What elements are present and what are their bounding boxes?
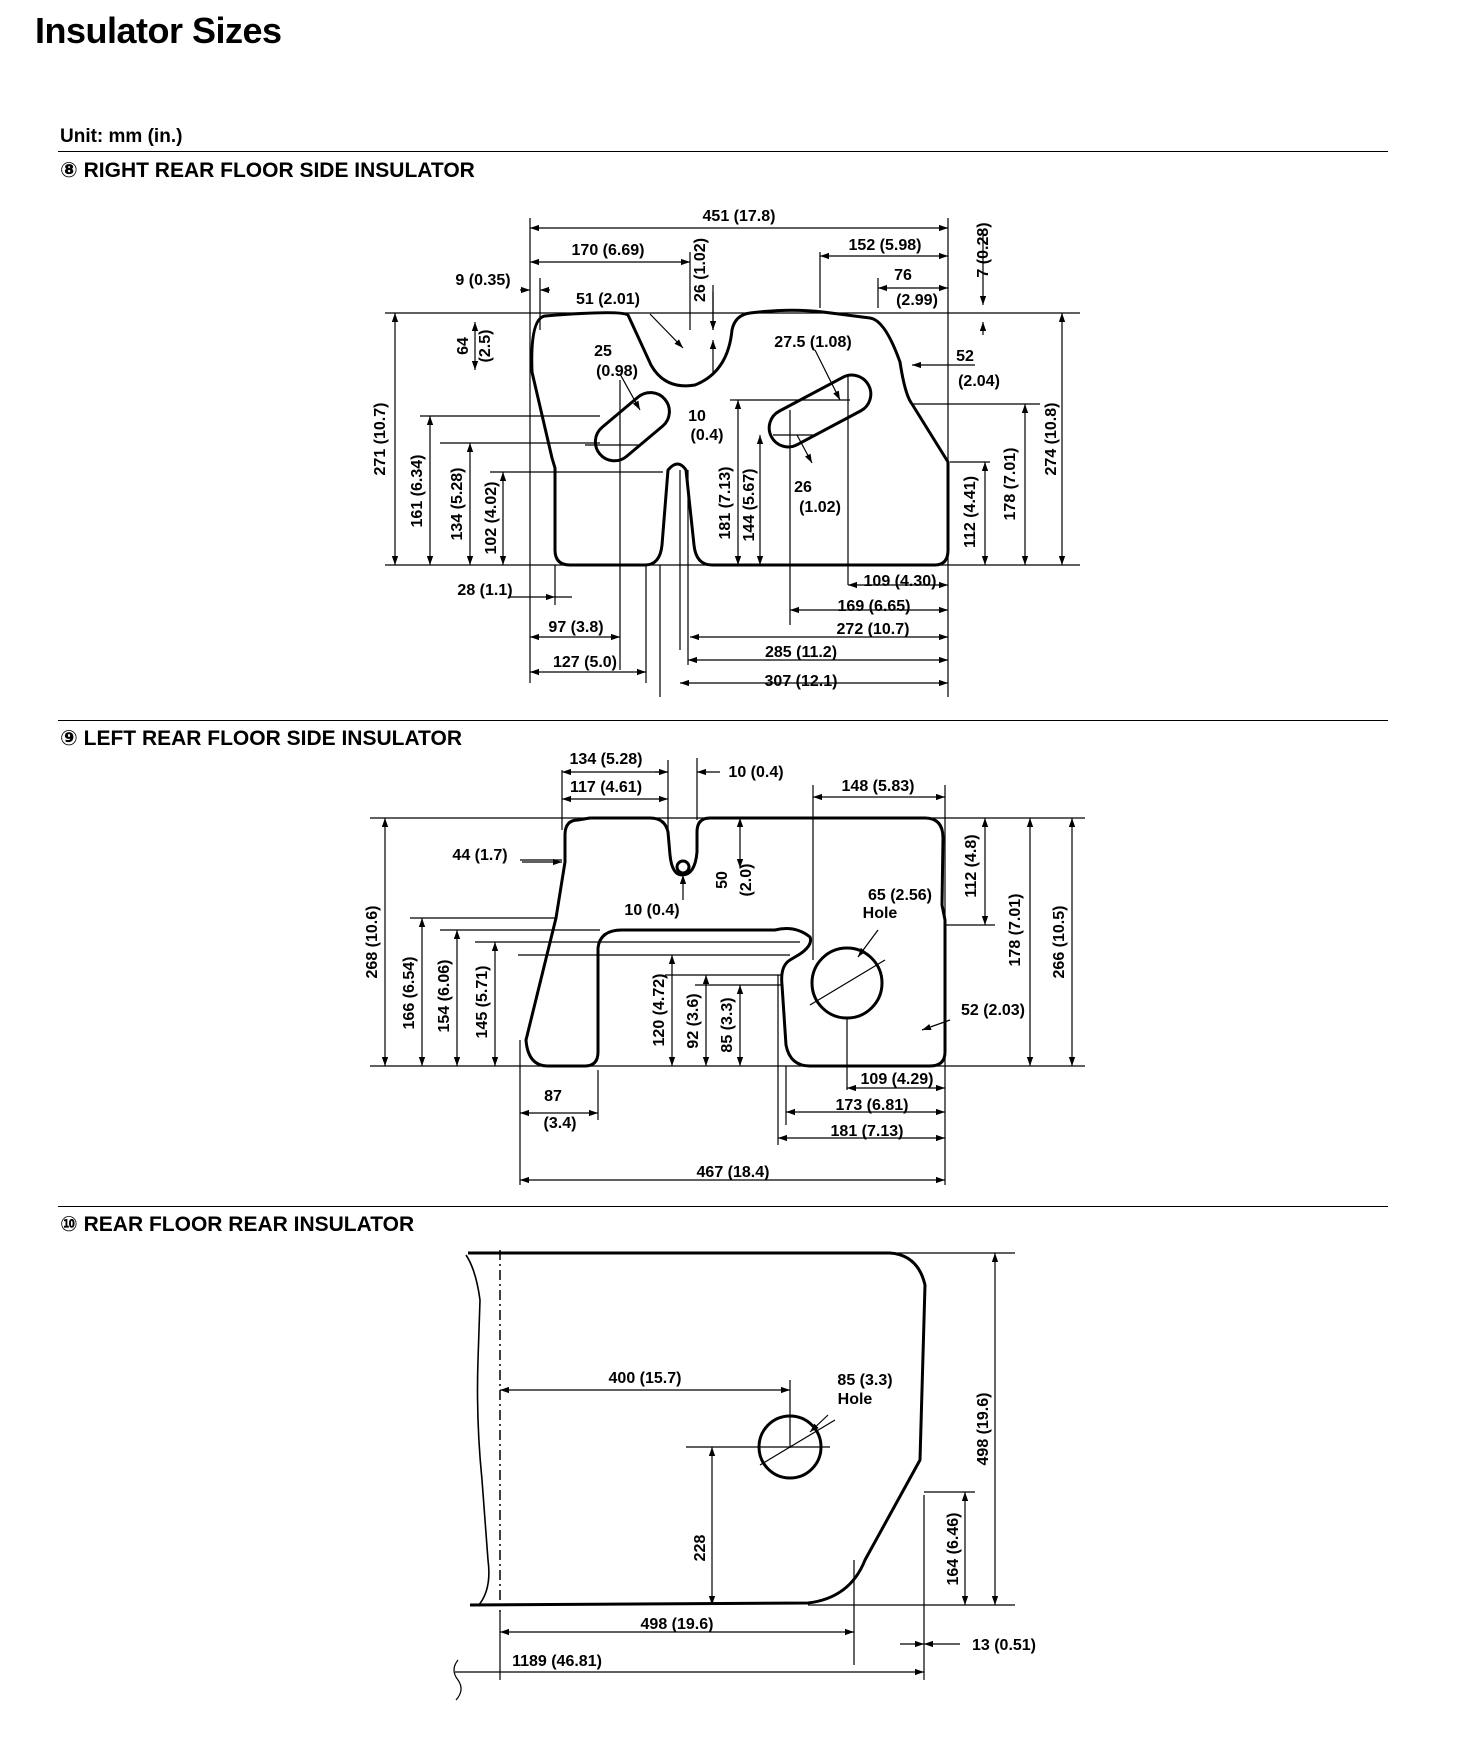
dim-25: 25 (594, 343, 612, 360)
dim-76-in: (2.99) (896, 292, 938, 309)
dim-285: 285 (11.2) (765, 644, 837, 661)
dim-164: 164 (6.46) (945, 1513, 962, 1586)
dim-102: 102 (4.02) (483, 482, 500, 555)
dim-10-top: 10 (0.4) (728, 764, 783, 781)
dim-25-in: (0.98) (596, 363, 638, 380)
dim-120: 120 (4.72) (651, 974, 668, 1047)
dim-112: 112 (4.41) (962, 476, 979, 548)
section-heading-right-rear-floor-side: ⑧ RIGHT REAR FLOOR SIDE INSULATOR (60, 159, 475, 182)
dim-85: 85 (3.3) (719, 997, 736, 1052)
dim-170: 170 (6.69) (572, 242, 645, 259)
dim-272: 272 (10.7) (837, 621, 910, 638)
slot-right (767, 373, 873, 449)
dim-127: 127 (5.0) (553, 654, 617, 671)
dim-178: 178 (7.01) (1007, 894, 1024, 967)
dim-87-in: (3.4) (544, 1115, 577, 1132)
dim-52-in: (2.04) (958, 373, 1000, 390)
section-heading-rear-floor-rear: ⑩ REAR FLOOR REAR INSULATOR (60, 1213, 415, 1236)
dim-9: 9 (0.35) (455, 272, 510, 289)
dim-166: 166 (6.54) (401, 957, 418, 1030)
dim-498-vertical: 498 (19.6) (975, 1393, 992, 1466)
dim-1189: 1189 (46.81) (512, 1653, 602, 1670)
dim-117: 117 (4.61) (570, 779, 642, 796)
dim-10-in: (0.4) (691, 427, 724, 444)
dim-178: 178 (7.01) (1002, 448, 1019, 521)
dim-112: 112 (4.8) (963, 834, 980, 897)
dim-181: 181 (7.13) (717, 467, 734, 540)
dim-65-hole-label: Hole (863, 905, 898, 922)
dim-85-hole: 85 (3.3) (837, 1372, 892, 1389)
dim-26-notch: 26 (1.02) (692, 238, 709, 302)
dim-64: 64 (455, 337, 472, 355)
dim-109: 109 (4.29) (861, 1071, 934, 1088)
dim-50: 50 (714, 871, 731, 889)
dim-498-horizontal: 498 (19.6) (641, 1616, 714, 1633)
dim-152: 152 (5.98) (849, 237, 922, 254)
section-heading-left-rear-floor-side: ⑨ LEFT REAR FLOOR SIDE INSULATOR (60, 727, 463, 750)
divider-top (58, 151, 1388, 152)
dim-7: 7 (0.28) (975, 222, 992, 277)
divider-2 (58, 1206, 1388, 1207)
dim-28: 28 (1.1) (457, 582, 512, 599)
dim-145: 145 (5.71) (474, 966, 491, 1039)
diagram-left-rear-floor-side: 134 (5.28) 10 (0.4) 117 (4.61) 148 (5.83… (364, 751, 1085, 1185)
dim-64-in: (2.5) (477, 330, 494, 363)
insulator-outline-10 (468, 1251, 927, 1607)
dim-134: 134 (5.28) (449, 468, 466, 541)
dim-144: 144 (5.67) (741, 469, 758, 542)
dim-85-hole-label: Hole (838, 1391, 873, 1408)
dim-52: 52 (2.03) (961, 1002, 1025, 1019)
unit-label: Unit: mm (in.) (60, 126, 183, 147)
dim-161: 161 (6.34) (409, 455, 426, 528)
dim-134: 134 (5.28) (570, 751, 643, 768)
dim-97: 97 (3.8) (548, 619, 603, 636)
dim-266: 266 (10.5) (1051, 906, 1068, 979)
dim-10-notch: 10 (0.4) (624, 902, 679, 919)
dim-274: 274 (10.8) (1043, 403, 1060, 476)
page-title: Insulator Sizes (35, 10, 282, 51)
dim-109: 109 (4.30) (864, 573, 937, 590)
dim-51: 51 (2.01) (576, 291, 640, 308)
dim-26-slot-in: (1.02) (799, 499, 841, 516)
dim-44: 44 (1.7) (452, 847, 507, 864)
diagram-right-rear-floor-side: 451 (17.8) 170 (6.69) 152 (5.98) 9 (0.35… (372, 208, 1080, 697)
dim-169: 169 (6.65) (838, 598, 911, 615)
dim-154: 154 (6.06) (436, 960, 453, 1033)
dim-92: 92 (3.6) (685, 993, 702, 1048)
divider-1 (58, 720, 1388, 721)
dim-400: 400 (15.7) (609, 1370, 682, 1387)
dim-26-slot: 26 (794, 479, 812, 496)
dim-467: 467 (18.4) (697, 1164, 770, 1181)
dim-52: 52 (956, 348, 974, 365)
dim-181: 181 (7.13) (831, 1123, 904, 1140)
dim-148: 148 (5.83) (842, 778, 915, 795)
dim-13: 13 (0.51) (972, 1637, 1036, 1654)
dim-65-hole: 65 (2.56) (868, 887, 932, 904)
dim-228: 228 (692, 1535, 709, 1562)
dim-173: 173 (6.81) (836, 1097, 909, 1114)
dim-27-5: 27.5 (1.08) (774, 334, 851, 351)
dim-87: 87 (544, 1088, 562, 1105)
dim-307: 307 (12.1) (765, 673, 838, 690)
notch-9 (675, 859, 691, 875)
dim-76: 76 (894, 267, 912, 284)
diagram-rear-floor-rear: 400 (15.7) 85 (3.3) Hole 498 (19.6) 228 … (453, 1250, 1036, 1701)
dim-271: 271 (10.7) (372, 403, 389, 476)
dim-268: 268 (10.6) (364, 906, 381, 979)
dim-10: 10 (688, 408, 706, 425)
dim-50-in: (2.0) (738, 864, 755, 897)
dim-451: 451 (17.8) (703, 208, 776, 225)
